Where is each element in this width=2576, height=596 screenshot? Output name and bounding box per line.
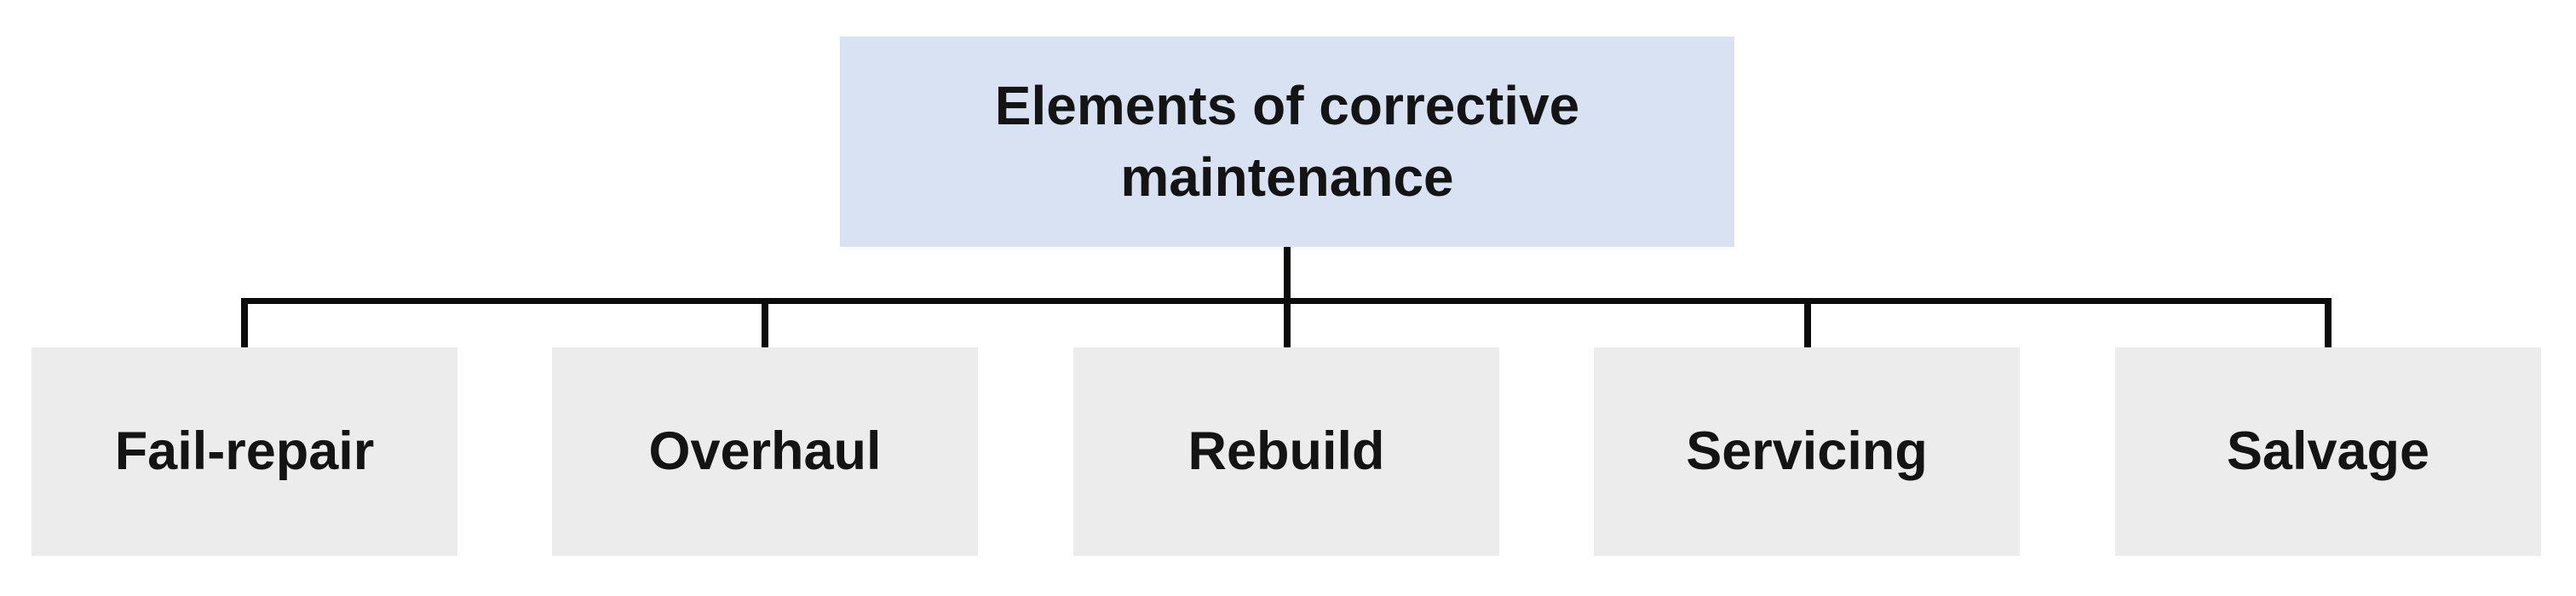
connector-stub-fail-repair: [241, 300, 248, 348]
child-node-rebuild: Rebuild: [1073, 347, 1499, 556]
child-node-label: Salvage: [2226, 421, 2430, 481]
child-node-label: Overhaul: [648, 421, 882, 481]
connector-horizontal-bar: [241, 298, 2332, 304]
child-node-label: Servicing: [1686, 421, 1928, 481]
child-node-label: Fail-repair: [114, 421, 375, 481]
root-node-label: Elements of corrective maintenance: [994, 75, 1580, 208]
child-node-label: Rebuild: [1187, 421, 1385, 481]
connector-stub-servicing: [1804, 300, 1811, 348]
root-node-elements-of-corrective-maintenance: Elements of corrective maintenance: [840, 37, 1734, 247]
child-node-salvage: Salvage: [2115, 347, 2541, 556]
connector-stub-overhaul: [762, 300, 768, 348]
child-node-overhaul: Overhaul: [552, 347, 978, 556]
child-node-servicing: Servicing: [1594, 347, 2020, 556]
child-node-fail-repair: Fail-repair: [32, 347, 457, 556]
connector-stub-salvage: [2325, 300, 2332, 348]
